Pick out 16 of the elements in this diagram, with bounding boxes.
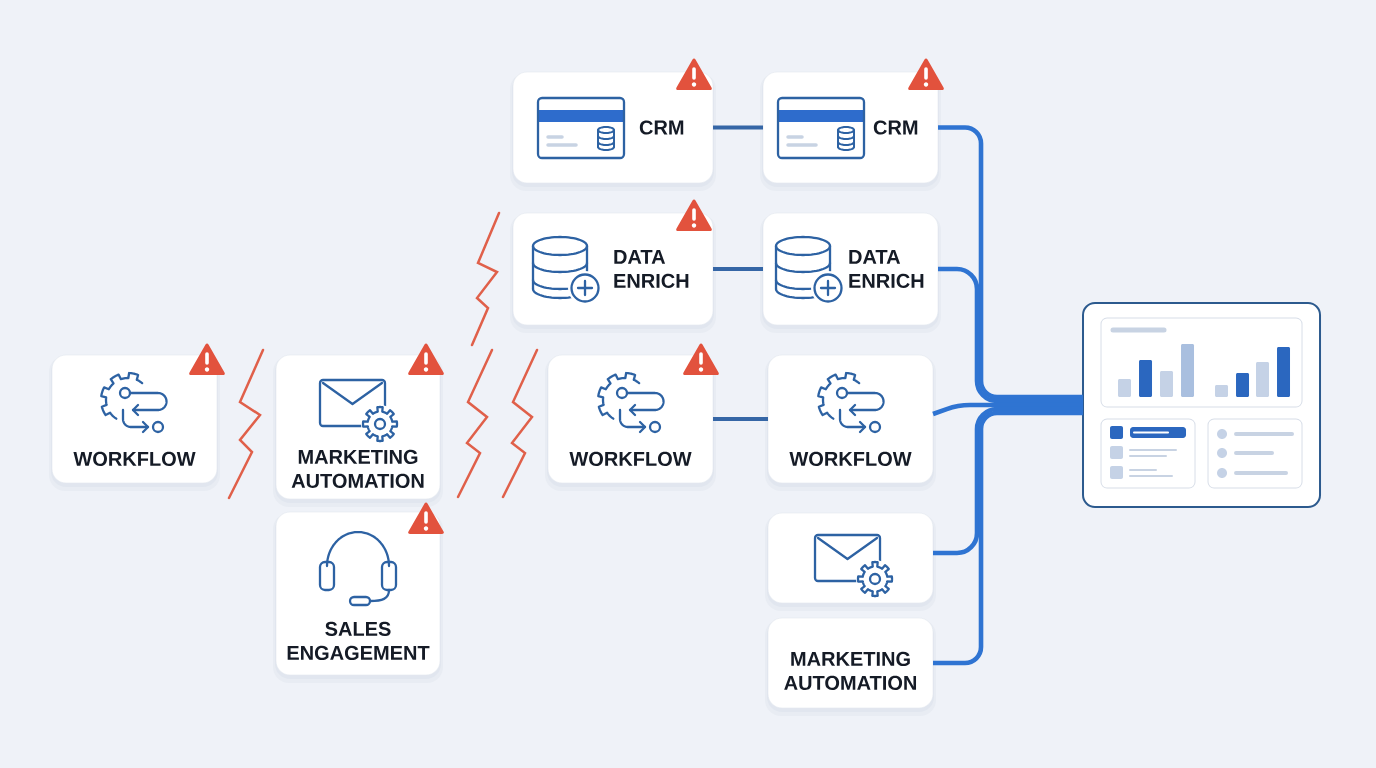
tool-card: WORKFLOW bbox=[765, 354, 936, 491]
tool-card: MARKETING AUTOMATION bbox=[273, 354, 443, 507]
connector-line bbox=[713, 125, 763, 130]
tool-card: WORKFLOW bbox=[49, 354, 220, 491]
tool-card: WORKFLOW bbox=[545, 354, 716, 491]
connector-line bbox=[713, 417, 768, 421]
connector-line bbox=[932, 402, 1083, 417]
tool-card: DATA ENRICH bbox=[510, 212, 716, 333]
connector-line bbox=[933, 406, 1083, 556]
tool-card: SALES ENGAGEMENT bbox=[273, 511, 443, 683]
connector-line bbox=[938, 125, 1083, 400]
connector-line bbox=[938, 266, 1083, 404]
connector-line bbox=[933, 410, 1083, 666]
connector-line bbox=[713, 267, 763, 271]
tool-card: DATA ENRICH bbox=[760, 212, 941, 333]
tool-card: MARKETING AUTOMATION bbox=[765, 617, 936, 716]
